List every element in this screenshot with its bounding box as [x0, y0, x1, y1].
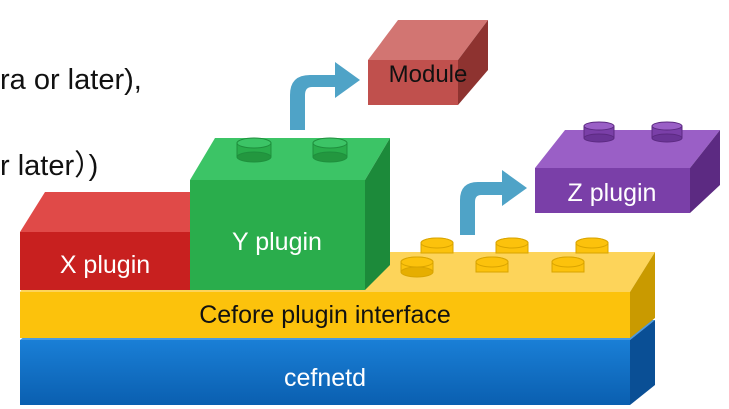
cefnetd-label: cefnetd	[284, 364, 366, 392]
plugin-interface-label: Cefore plugin interface	[199, 301, 451, 329]
z-plugin-studs	[583, 121, 683, 143]
module-label: Module	[389, 61, 468, 88]
y-plugin-label: Y plugin	[232, 228, 322, 256]
bullet-text-line-2: r later）)	[0, 150, 99, 182]
z-plugin-block: Z plugin	[535, 130, 720, 213]
arrow-to-module-icon	[290, 62, 360, 130]
z-plugin-label: Z plugin	[568, 179, 657, 207]
x-plugin-block: X plugin	[20, 192, 215, 290]
arrow-to-z-plugin-icon	[460, 170, 527, 235]
x-plugin-label: X plugin	[60, 251, 150, 279]
bullet-text-line-1: ra or later),	[0, 64, 142, 96]
y-plugin-studs	[236, 137, 348, 163]
y-plugin-block: Y plugin	[190, 138, 390, 290]
interface-studs	[400, 237, 609, 278]
module-block: Module	[368, 20, 488, 105]
